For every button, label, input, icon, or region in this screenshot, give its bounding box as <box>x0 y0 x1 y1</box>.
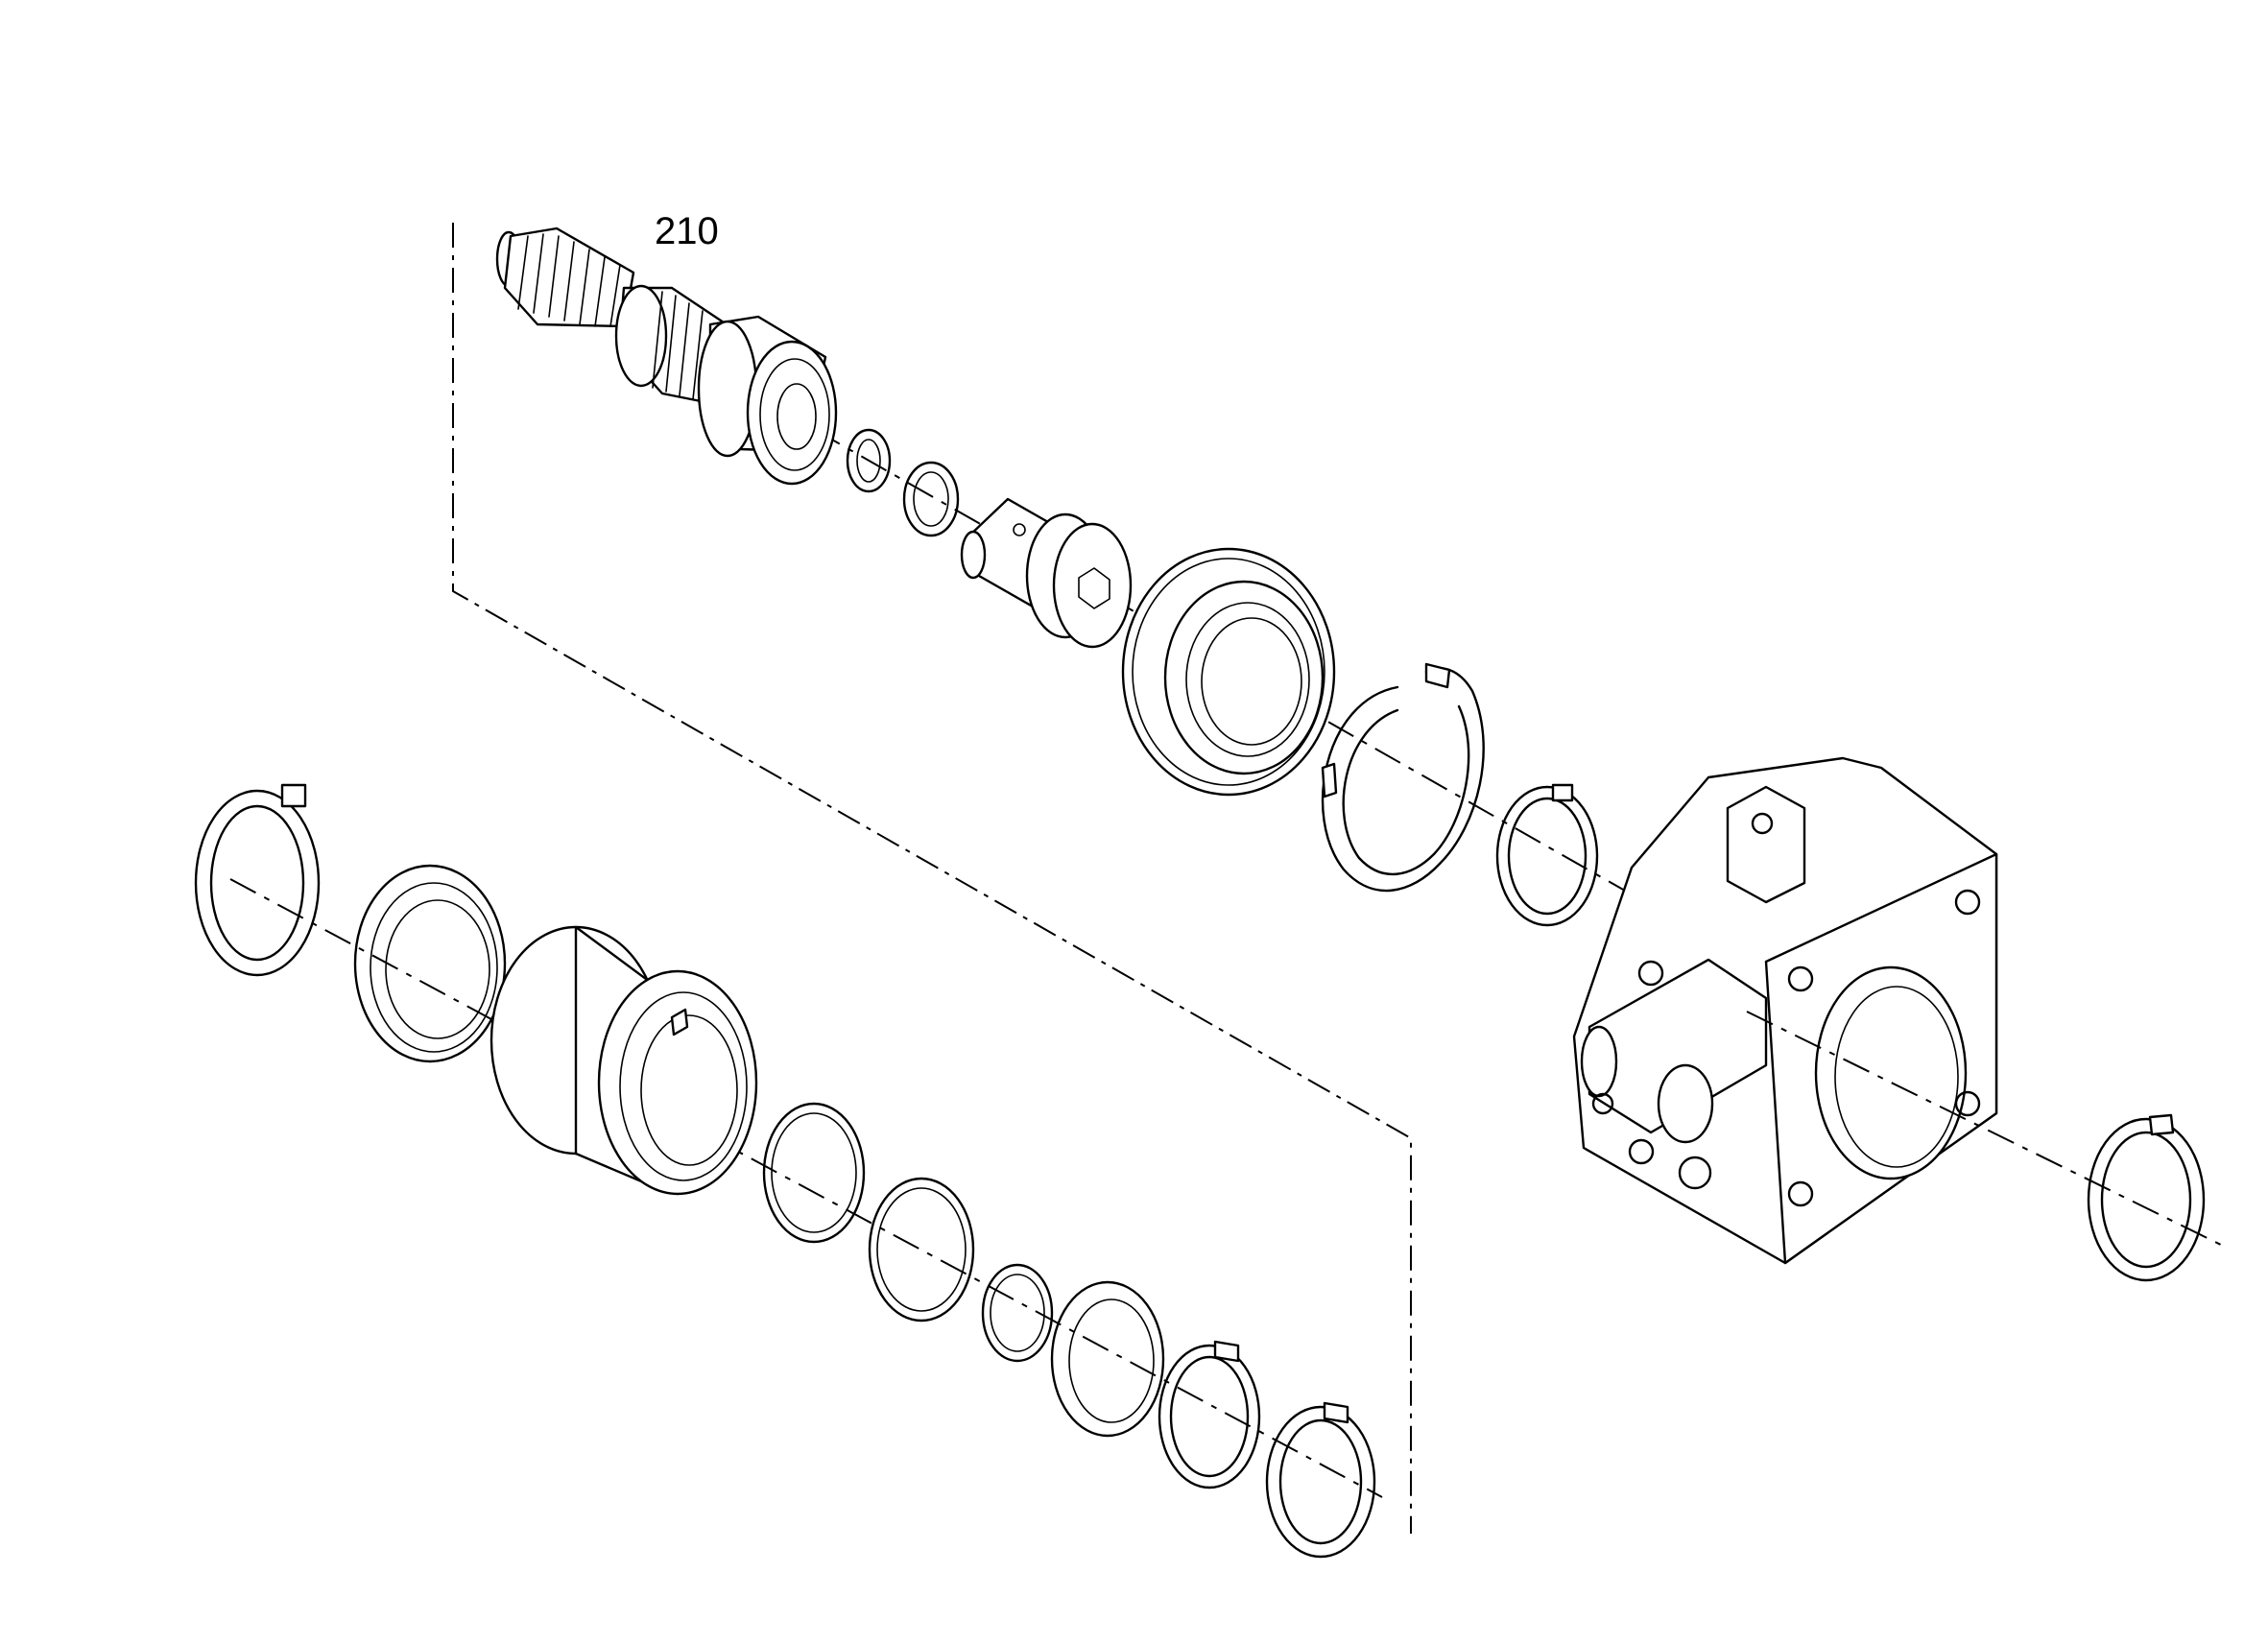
callout-210: 210 <box>655 210 719 252</box>
o-ring-lower-1 <box>762 1102 866 1244</box>
valve-plug <box>960 497 1133 649</box>
assembly-bracket-line <box>452 223 1412 1534</box>
snap-ring-lower-2 <box>1265 1401 1376 1559</box>
small-circlip <box>1495 783 1599 927</box>
snap-ring-lower-1 <box>1158 1340 1261 1489</box>
o-ring-lower-3 <box>981 1263 1054 1363</box>
left-snap-ring <box>194 783 321 977</box>
o-ring-lower-2 <box>868 1177 975 1322</box>
small-o-ring <box>846 428 892 493</box>
right-snap-ring <box>2087 1113 2206 1282</box>
o-ring <box>902 461 960 537</box>
lower-center-axis <box>229 878 1383 1498</box>
housing-axis <box>1746 1011 2228 1249</box>
splined-shaft <box>495 226 838 486</box>
ball-bearing <box>1121 547 1336 797</box>
seal-washer <box>353 864 507 1063</box>
piston-sleeve <box>489 925 758 1196</box>
pump-housing <box>1572 756 1998 1265</box>
large-snap-ring <box>1321 662 1485 893</box>
washer-lower <box>1050 1280 1165 1438</box>
